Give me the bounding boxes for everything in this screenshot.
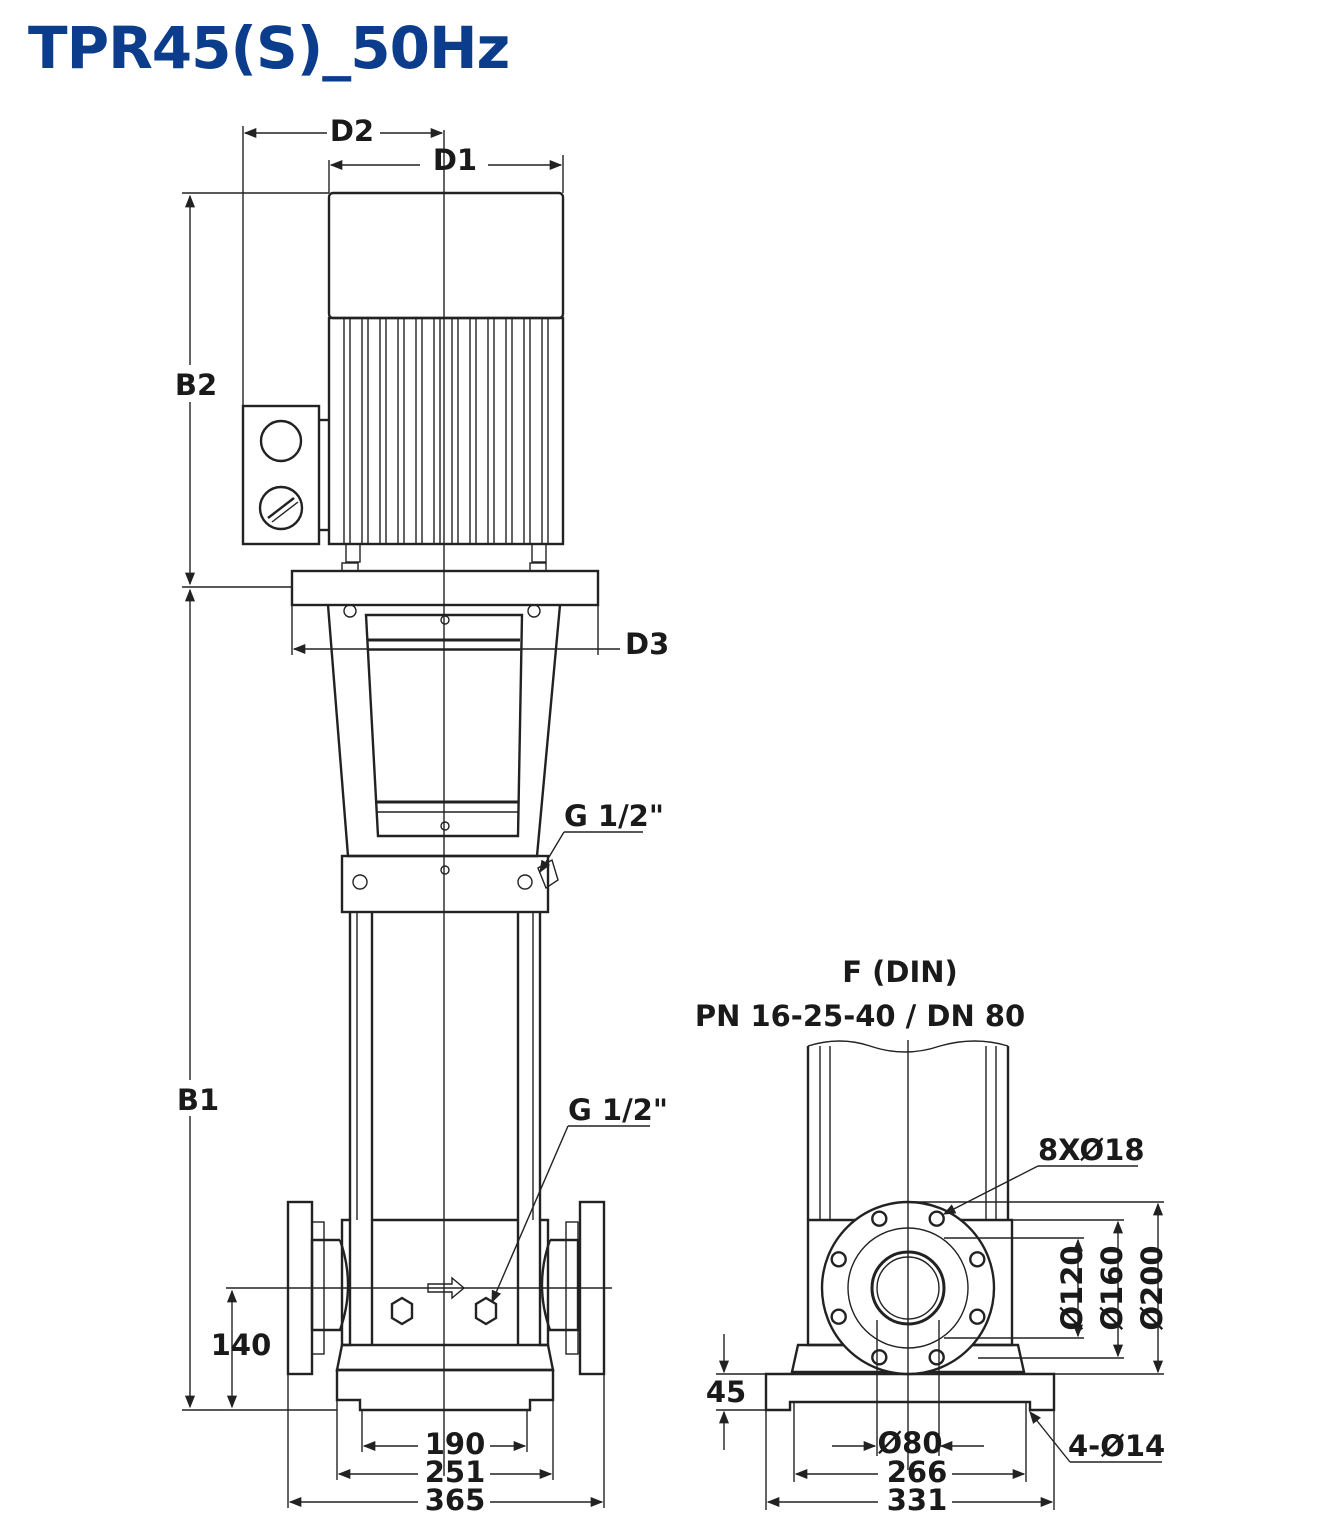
callout-g-upper: G 1/2"	[539, 799, 664, 874]
label-f-din: F (DIN)	[842, 955, 958, 989]
terminal-box	[241, 404, 329, 546]
callout-g-lower: G 1/2"	[491, 1093, 668, 1304]
pump-bracket	[326, 604, 562, 914]
drain-plug-hex-icon	[474, 1296, 498, 1326]
dimension-d1: D1	[328, 143, 564, 193]
pump-base	[286, 1200, 606, 1412]
pump-stack	[348, 912, 542, 1345]
pump-foot-base	[764, 1372, 1056, 1412]
side-view: D2 D1 D3 B2 B1	[175, 114, 669, 1517]
gland-screw-icon	[258, 485, 304, 531]
dimension-331: 331	[765, 1410, 1055, 1517]
bolt-hole-icon	[871, 1210, 888, 1227]
label-d1: D1	[433, 143, 477, 177]
label-266: 266	[887, 1455, 948, 1489]
dimension-365: 365	[287, 1374, 605, 1517]
bolt-hole-icon	[928, 1210, 945, 1227]
bolt-hole-icon	[969, 1251, 986, 1268]
motor	[327, 191, 565, 546]
label-pn-dn: PN 16-25-40 / DN 80	[695, 999, 1025, 1033]
page-title: TPR45(S)_50Hz	[28, 14, 510, 82]
label-d120: Ø120	[1055, 1245, 1089, 1330]
label-g-lower: G 1/2"	[568, 1093, 668, 1127]
dimension-251: 251	[336, 1400, 554, 1489]
label-251: 251	[425, 1455, 486, 1489]
bolt-hole-icon	[928, 1349, 945, 1366]
dimension-d3: D3	[291, 605, 669, 661]
bolt-hole-icon	[871, 1349, 888, 1366]
label-b1: B1	[177, 1083, 219, 1117]
dimension-45: 45	[706, 1334, 766, 1450]
dimension-266: 266	[793, 1402, 1027, 1489]
label-d200: Ø200	[1135, 1245, 1169, 1330]
label-331: 331	[887, 1483, 948, 1517]
label-bolt-holes: 8XØ18	[1038, 1133, 1145, 1167]
label-d160: Ø160	[1095, 1245, 1129, 1330]
dimension-d120: Ø120	[944, 1237, 1089, 1339]
flange-view: F (DIN) PN 16-25-40 / DN 80	[695, 955, 1169, 1517]
dimension-d160: Ø160	[978, 1219, 1129, 1359]
bolt-hole-icon	[969, 1308, 986, 1325]
dimension-d2: D2	[242, 114, 444, 406]
dimension-d80: Ø80	[832, 1320, 984, 1460]
callout-foot-holes: 4-Ø14	[1029, 1411, 1165, 1463]
label-b2: B2	[175, 368, 217, 402]
label-45: 45	[706, 1375, 746, 1409]
plug-hex-icon	[390, 1296, 414, 1326]
label-d3: D3	[625, 627, 669, 661]
flow-direction-arrow-icon	[427, 1276, 466, 1300]
label-foot-holes: 4-Ø14	[1068, 1429, 1165, 1463]
cable-gland-icon	[259, 419, 303, 463]
dimension-b1: B1	[177, 588, 337, 1411]
label-g-upper: G 1/2"	[564, 799, 664, 833]
callout-bolt-holes: 8XØ18	[942, 1133, 1145, 1215]
label-190: 190	[425, 1427, 486, 1461]
dimension-140: 140	[211, 1289, 272, 1409]
motor-flange	[290, 543, 600, 618]
bolt-hole-icon	[830, 1251, 847, 1268]
dimension-b2: B2	[175, 192, 329, 588]
label-140: 140	[211, 1328, 272, 1362]
dimension-190: 190	[361, 1410, 528, 1461]
dimension-d200: Ø200	[908, 1201, 1169, 1375]
bolt-hole-icon	[830, 1308, 847, 1325]
label-d2: D2	[330, 114, 374, 148]
label-365: 365	[425, 1483, 486, 1517]
pump-column-section	[806, 1040, 1010, 1220]
label-d80: Ø80	[877, 1426, 942, 1460]
